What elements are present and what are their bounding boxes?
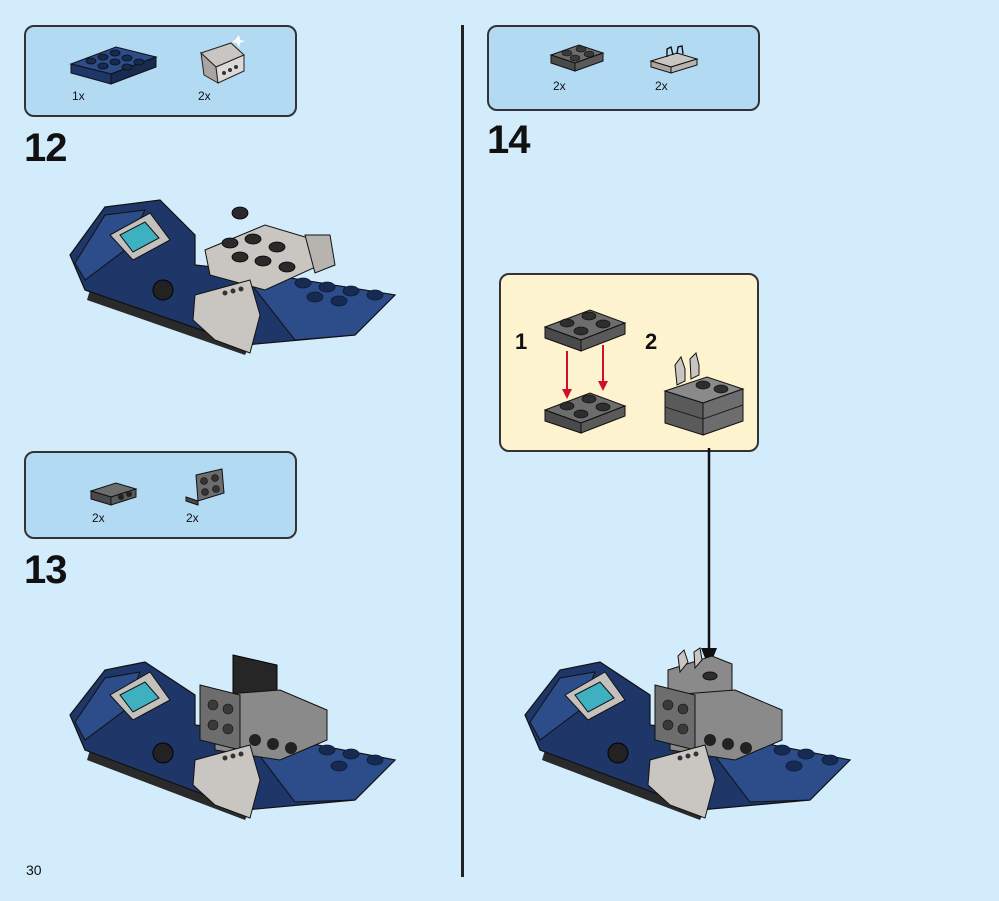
dark-gray-plate-2x2-icon (549, 44, 605, 72)
step-12-part-2-qty: 2x (198, 89, 211, 103)
step-12-parts-box: 1x 2x (24, 25, 297, 117)
step-13-number: 13 (24, 548, 67, 592)
step-14-part-1-qty: 2x (553, 79, 566, 93)
callout-arrow (701, 448, 717, 668)
step-13-part-1-qty: 2x (92, 511, 105, 525)
light-gray-clip-plate-icon (649, 45, 699, 74)
step-14-parts-box: 2x 2x (487, 25, 760, 111)
page-number: 30 (26, 862, 42, 878)
step-12-part-1-qty: 1x (72, 89, 85, 103)
step-14-part-2-qty: 2x (655, 79, 668, 93)
step-14-model-illustration (524, 647, 852, 820)
step-12-number: 12 (24, 126, 67, 170)
substep-1-plate-stack-illustration (543, 309, 627, 434)
substep-1-number: 1 (515, 329, 528, 354)
page-divider (461, 25, 464, 877)
substep-2-assembled-block-illustration (663, 352, 745, 436)
step-13-parts-box: 2x 2x (24, 451, 297, 539)
dark-gray-bracket-plate-icon (185, 468, 225, 506)
step-14-number: 14 (487, 118, 530, 162)
substep-2-number: 2 (645, 329, 658, 354)
light-gray-slope-piece-icon (200, 35, 245, 84)
dark-blue-plate-2x4-icon (69, 46, 158, 85)
step-12-model-illustration (69, 199, 397, 355)
step-13-part-2-qty: 2x (186, 511, 199, 525)
step-13-model-illustration (69, 654, 397, 820)
step-14-substep-box: 1 2 (499, 273, 759, 452)
dark-gray-bracket-icon (89, 482, 138, 506)
